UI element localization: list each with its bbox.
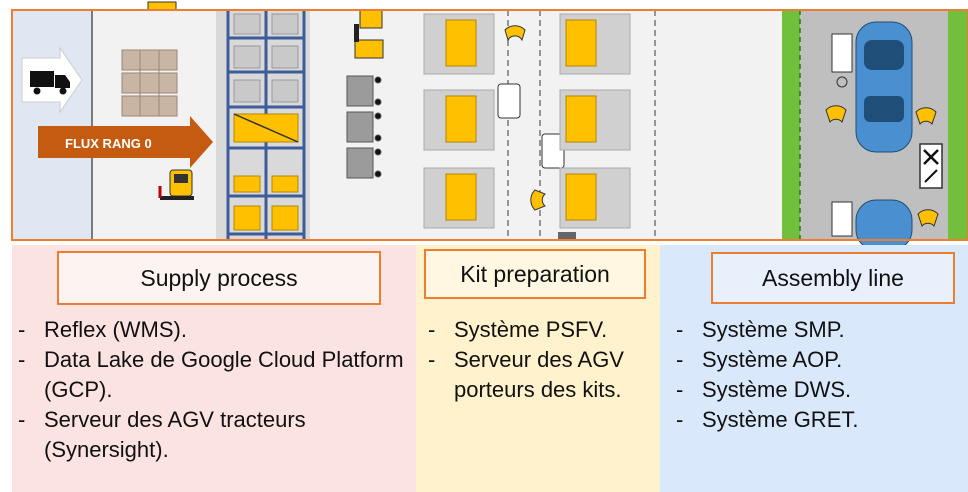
assembly-line-panel: Assembly line Système SMP. Système AOP. … <box>660 245 968 492</box>
list-item: Système AOP. <box>672 345 962 375</box>
rack-contents <box>233 13 299 231</box>
operator-icon <box>825 33 939 237</box>
list-item: Serveur des AGV tracteurs (Synersight). <box>14 405 409 465</box>
kit-preparation-list: Système PSFV. Serveur des AGV porteurs d… <box>424 315 644 405</box>
kit-rack-left <box>423 13 495 229</box>
scene-frame <box>11 9 968 241</box>
list-item: Système SMP. <box>672 315 962 345</box>
kit-preparation-title: Kit preparation <box>424 249 646 299</box>
supply-process-title: Supply process <box>57 251 381 305</box>
tool-station-icon <box>919 143 943 189</box>
kit-preparation-panel: Kit preparation Système PSFV. Serveur de… <box>416 245 660 492</box>
agv-tractor-icon <box>354 9 384 59</box>
supply-process-list: Reflex (WMS). Data Lake de Google Cloud … <box>14 315 409 465</box>
grass-strip-right <box>948 10 968 240</box>
list-item: Serveur des AGV porteurs des kits. <box>424 345 644 405</box>
flux-label: FLUX RANG 0 <box>65 136 152 151</box>
list-item: Système DWS. <box>672 375 962 405</box>
kit-rack-right <box>559 13 631 229</box>
grass-strip-left <box>782 10 800 240</box>
truck-icon <box>30 71 70 95</box>
warehouse-floor-plan: FLUX RANG 0 <box>11 1 968 245</box>
agv-trailer-train <box>346 75 382 179</box>
forklift-icon <box>158 169 194 200</box>
list-item: Reflex (WMS). <box>14 315 409 345</box>
assembly-line-title: Assembly line <box>711 252 955 304</box>
list-item: Système GRET. <box>672 405 962 435</box>
car-icon-2 <box>855 199 913 245</box>
supply-process-panel: Supply process Reflex (WMS). Data Lake d… <box>12 245 416 492</box>
kit-agv-icon <box>497 25 576 240</box>
list-item: Système PSFV. <box>424 315 644 345</box>
assembly-line-list: Système SMP. Système AOP. Système DWS. S… <box>672 315 962 435</box>
list-item: Data Lake de Google Cloud Platform (GCP)… <box>14 345 409 405</box>
dock-zone <box>12 10 92 240</box>
pallet-stack-1 <box>121 49 178 117</box>
flux-arrow <box>38 116 213 168</box>
forklift-icon-top <box>147 1 177 11</box>
car-icon <box>855 21 913 153</box>
